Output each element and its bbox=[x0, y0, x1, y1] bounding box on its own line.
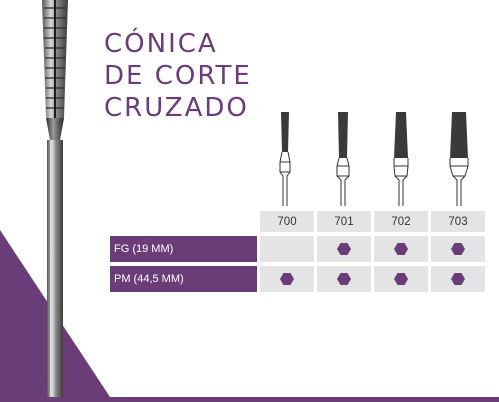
hexagon-icon bbox=[280, 272, 294, 285]
column-header-700: 700 bbox=[260, 211, 314, 232]
title-line-2: DE CORTE bbox=[104, 61, 252, 91]
bur-diagram-701 bbox=[314, 110, 372, 206]
title-line-3: CRUZADO bbox=[104, 93, 249, 123]
column-header-703: 703 bbox=[431, 211, 485, 232]
hexagon-icon bbox=[451, 242, 465, 255]
table-header-row: 700 701 702 703 bbox=[110, 211, 485, 232]
bur-diagram-700 bbox=[256, 110, 314, 206]
bur-instrument-image bbox=[42, 0, 68, 402]
column-header-702: 702 bbox=[374, 211, 428, 232]
availability-cell-700 bbox=[260, 236, 314, 262]
table-row: FG (19 MM) bbox=[110, 236, 485, 262]
availability-table: 700 701 702 703 FG (19 MM) PM (44,5 MM) bbox=[107, 207, 488, 296]
product-title: CÓNICA DE CORTE CRUZADO bbox=[104, 28, 252, 124]
availability-cell-702 bbox=[374, 266, 428, 292]
hexagon-icon bbox=[394, 242, 408, 255]
row-label: PM (44,5 MM) bbox=[110, 266, 257, 292]
table-header-empty bbox=[110, 211, 257, 232]
hexagon-icon bbox=[337, 272, 351, 285]
availability-cell-703 bbox=[431, 266, 485, 292]
availability-cell-700 bbox=[260, 266, 314, 292]
bur-shape-diagrams bbox=[0, 110, 499, 206]
hexagon-icon bbox=[394, 272, 408, 285]
availability-cell-703 bbox=[431, 236, 485, 262]
availability-cell-701 bbox=[317, 236, 371, 262]
bur-diagram-703 bbox=[430, 110, 488, 206]
row-label: FG (19 MM) bbox=[110, 236, 257, 262]
column-header-701: 701 bbox=[317, 211, 371, 232]
availability-cell-702 bbox=[374, 236, 428, 262]
bottom-accent-bar bbox=[0, 397, 499, 402]
hexagon-icon bbox=[451, 272, 465, 285]
hexagon-icon bbox=[337, 242, 351, 255]
table-row: PM (44,5 MM) bbox=[110, 266, 485, 292]
bur-diagram-702 bbox=[372, 110, 430, 206]
title-line-1: CÓNICA bbox=[104, 29, 218, 59]
availability-cell-701 bbox=[317, 266, 371, 292]
